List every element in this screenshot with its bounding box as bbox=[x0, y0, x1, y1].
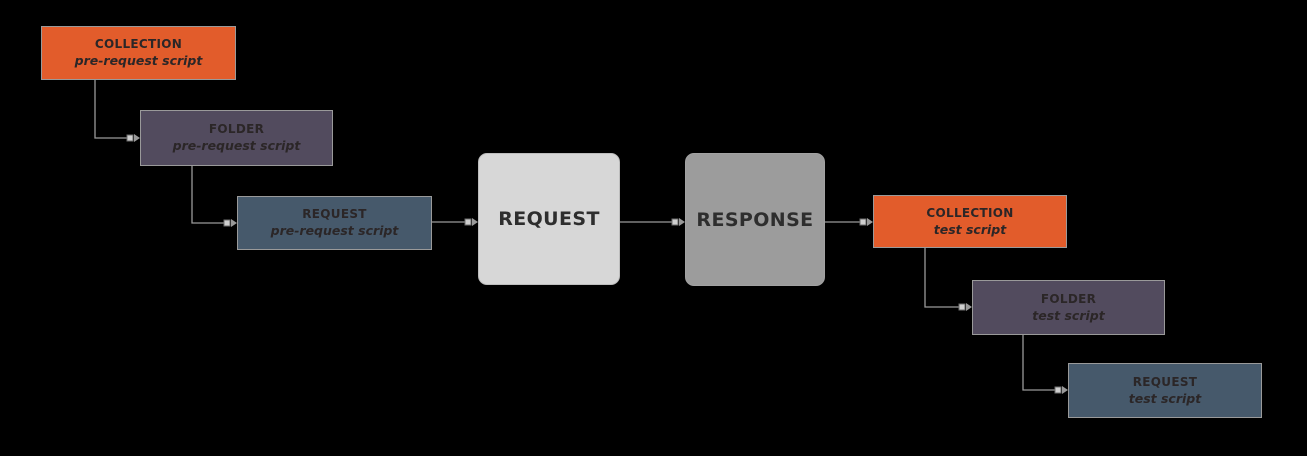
node-collection-test-script: COLLECTION test script bbox=[873, 195, 1067, 248]
connector-response-to-collection-test bbox=[825, 218, 873, 226]
connector-request-to-response bbox=[620, 218, 685, 226]
node-response: RESPONSE bbox=[685, 153, 825, 286]
node-title: REQUEST bbox=[1132, 374, 1198, 389]
node-subtitle: test script bbox=[1128, 390, 1202, 406]
node-folder-pre-request-script: FOLDER pre-request script bbox=[140, 110, 333, 166]
node-title: COLLECTION bbox=[94, 37, 183, 51]
response-label: RESPONSE bbox=[696, 208, 814, 231]
node-request: REQUEST bbox=[478, 153, 620, 285]
node-subtitle: pre-request script bbox=[270, 223, 399, 238]
connector-request-pre-to-request bbox=[432, 218, 478, 226]
node-title: REQUEST bbox=[302, 207, 367, 221]
node-collection-pre-request-script: COLLECTION pre-request script bbox=[41, 26, 236, 80]
connector-collection-test-to-folder-test bbox=[924, 248, 972, 311]
connector-folder-test-to-request-test bbox=[1022, 335, 1068, 394]
node-title: COLLECTION bbox=[926, 205, 1014, 220]
node-subtitle: pre-request script bbox=[172, 138, 301, 153]
node-folder-test-script: FOLDER test script bbox=[972, 280, 1165, 335]
node-subtitle: test script bbox=[1032, 307, 1105, 323]
node-title: FOLDER bbox=[1040, 291, 1097, 306]
connector-folder-pre-to-request-pre bbox=[191, 166, 237, 227]
node-subtitle: pre-request script bbox=[74, 53, 203, 68]
node-request-pre-request-script: REQUEST pre-request script bbox=[237, 196, 432, 250]
request-label: REQUEST bbox=[498, 208, 600, 230]
node-title: FOLDER bbox=[208, 122, 265, 136]
node-request-test-script: REQUEST test script bbox=[1068, 363, 1262, 418]
node-subtitle: test script bbox=[933, 221, 1007, 237]
connector-collection-pre-to-folder-pre bbox=[94, 80, 140, 142]
